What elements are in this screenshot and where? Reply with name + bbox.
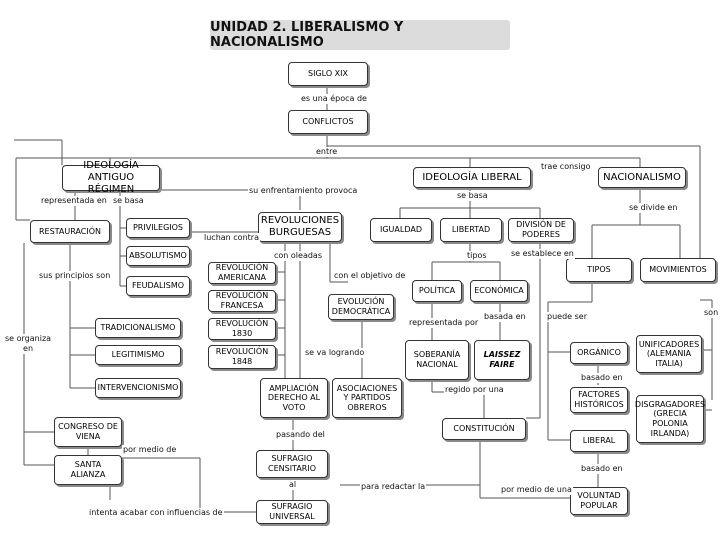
label-representada-por: representada por [408, 318, 480, 328]
node-evolucion-democratica: EVOLUCIÓN DEMOCRÁTICA [328, 294, 394, 320]
node-siglo-xix: SIGLO XIX [288, 62, 368, 86]
label-puede-ser: puede ser [546, 312, 588, 322]
node-liberal: LIBERAL [570, 430, 628, 452]
node-factores-historicos: FACTORES HISTÓRICOS [570, 387, 628, 413]
label-representada-en: representada en [40, 196, 108, 206]
label-se-organiza-en: se organiza en [4, 334, 53, 354]
node-movimientos: MOVIMIENTOS [640, 258, 716, 282]
label-por-medio-de: por medio de [122, 445, 178, 455]
label-se-basa-antiguo-regimen: se basa [112, 196, 145, 206]
label-basado-en-1: basado en [580, 373, 624, 383]
label-se-establece-en: se establece en [510, 249, 575, 259]
label-son: son [703, 308, 720, 318]
node-revolucion-1848: REVOLUCIÓN 1848 [208, 345, 276, 369]
node-ideologia-antiguo-regimen: IDEOLOGÍA ANTIGUO RÉGIMEN [62, 160, 160, 195]
node-santa-alianza: SANTA ALIANZA [54, 455, 122, 485]
label-basada-en: basada en [483, 312, 527, 322]
label-basado-en-2: basado en [580, 464, 624, 474]
node-disgregadores: DISGRAGADORES (GRECIA POLONIA IRLANDA) [635, 395, 705, 443]
node-sufragio-censitario: SUFRAGIO CENSITARIO [256, 450, 328, 478]
node-politica: POLÍTICA [412, 280, 462, 302]
label-regido-por-una: regido por una [444, 385, 505, 395]
node-asociaciones-partidos-obreros: ASOCIACIONES Y PARTIDOS OBREROS [332, 378, 402, 418]
label-se-va-logrando: se va logrando [304, 348, 366, 358]
label-trae-consigo: trae consigo [540, 162, 592, 172]
node-tradicionalismo: TRADICIONALISMO [95, 318, 181, 338]
diagram-title: UNIDAD 2. LIBERALISMO Y NACIONALISMO [210, 20, 510, 50]
label-se-divide-en: se divide en [628, 203, 679, 213]
node-intervencionismo: INTERVENCIONISMO [95, 378, 181, 398]
node-voluntad-popular: VOLUNTAD POPULAR [570, 487, 628, 515]
node-conflictos: CONFLICTOS [288, 110, 368, 134]
node-organico: ORGÁNICO [570, 342, 628, 364]
node-economica: ECONÓMICA [470, 280, 528, 302]
label-se-basa-liberal: se basa [456, 191, 489, 201]
node-soberania-nacional: SOBERANÍA NACIONAL [405, 340, 469, 380]
node-constitucion: CONSTITUCIÓN [442, 418, 526, 440]
node-revoluciones-burguesas: REVOLUCIONES BURGUESAS [258, 212, 342, 242]
node-division-de-poderes: DIVISIÓN DE PODERES [508, 218, 574, 242]
node-libertad: LIBERTAD [440, 218, 502, 242]
label-entre: entre [315, 147, 339, 157]
node-congreso-de-viena: CONGRESO DE VIENA [54, 417, 122, 447]
label-intenta-acabar-con-influencias-de: intenta acabar con influencias de [88, 508, 224, 518]
label-para-redactar-la: para redactar la [360, 482, 427, 492]
node-ideologia-liberal: IDEOLOGÍA LIBERAL [413, 167, 531, 188]
node-revolucion-americana: REVOLUCIÓN AMERICANA [208, 262, 276, 284]
label-con-oleadas: con oleadas [273, 251, 323, 261]
node-feudalismo: FEUDALISMO [126, 276, 190, 296]
node-unificadores: UNIFICADORES (ALEMANIA ITALIA) [636, 335, 702, 373]
node-sufragio-universal: SUFRAGIO UNIVERSAL [256, 500, 328, 524]
node-revolucion-francesa: REVOLUCIÓN FRANCESA [208, 290, 276, 312]
node-ampliacion-derecho-voto: AMPLIACIÓN DERECHO AL VOTO [260, 378, 328, 418]
node-legitimismo: LEGITIMISMO [95, 345, 181, 365]
label-su-enfrentamiento-provoca: su enfrentamiento provoca [248, 186, 359, 196]
label-pasando-del: pasando del [275, 430, 326, 440]
label-al: al [288, 480, 298, 490]
node-laissez-faire: LAISSEZ FAIRE [474, 340, 530, 380]
node-absolutismo: ABSOLUTISMO [126, 246, 190, 266]
label-por-medio-de-una: por medio de una [500, 485, 573, 495]
node-tipos: TIPOS [566, 258, 632, 282]
label-sus-principios-son: sus principios son [38, 271, 112, 281]
label-tipos: tipos [466, 251, 488, 261]
label-luchan-contra: luchan contra [203, 233, 260, 243]
node-nacionalismo: NACIONALISMO [598, 167, 686, 188]
label-es-una-epoca-de: es una época de [300, 94, 368, 104]
node-revolucion-1830: REVOLUCIÓN 1830 [208, 318, 276, 340]
node-igualdad: IGUALDAD [370, 218, 432, 242]
label-con-el-objetivo-de: con el objetivo de [333, 271, 407, 281]
node-privilegios: PRIVILEGIOS [126, 218, 190, 238]
node-restauracion: RESTAURACIÓN [30, 220, 110, 243]
